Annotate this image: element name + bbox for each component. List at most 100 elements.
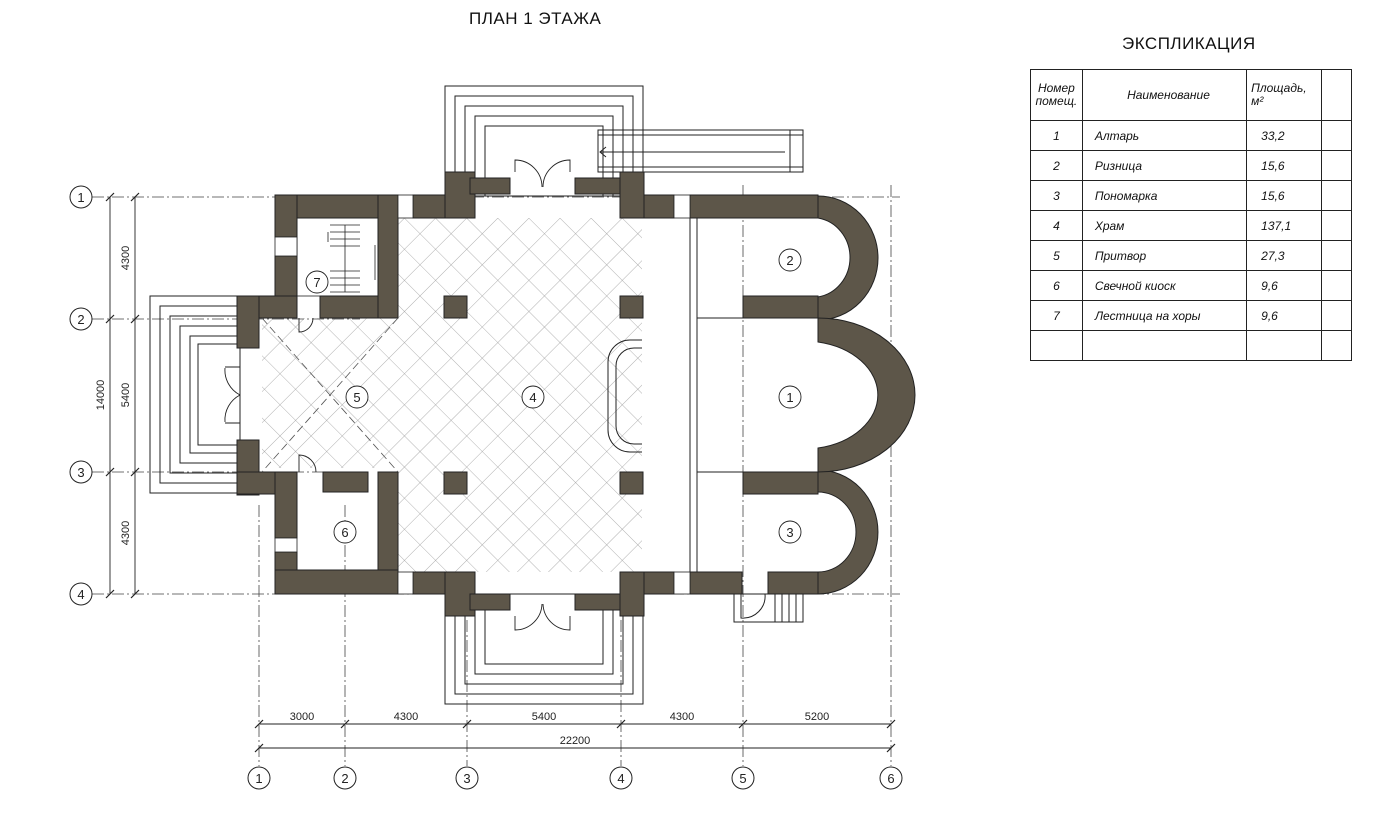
room-label-4: 4 <box>529 390 536 405</box>
row-number: 2 <box>1030 150 1083 181</box>
dimension-texts: 4300 5400 4300 14000 3000 4300 5400 4300… <box>95 246 829 747</box>
header-number: Номер помещ. <box>1030 69 1083 121</box>
row-area <box>1246 330 1323 361</box>
room-label-7: 7 <box>313 275 320 290</box>
plan-title: ПЛАН 1 ЭТАЖА <box>469 9 602 28</box>
dimension-tick <box>130 314 140 324</box>
dimension-ticks <box>105 192 896 753</box>
axis-v-4: 4 <box>617 771 624 786</box>
row-extra <box>1321 270 1352 301</box>
row-area: 137,1 <box>1246 210 1323 241</box>
dimension-tick <box>738 719 748 729</box>
dim-bottom-total: 22200 <box>560 735 591 747</box>
row-number: 6 <box>1030 270 1083 301</box>
dimension-tick <box>130 467 140 477</box>
room-label-3: 3 <box>786 525 793 540</box>
row-extra <box>1321 180 1352 211</box>
dimension-tick <box>886 743 896 753</box>
dim-bottom-1: 3000 <box>290 711 314 723</box>
dimension-tick <box>105 467 115 477</box>
axis-h-4: 4 <box>77 587 84 602</box>
doors <box>224 159 571 631</box>
row-name: Храм <box>1081 210 1248 241</box>
row-name: Пономарка <box>1081 180 1248 211</box>
explication-header-row: Номер помещ. Наименование Площадь, м² <box>1030 69 1352 121</box>
apse-walls <box>742 195 916 595</box>
windows <box>274 194 691 595</box>
row-name: Алтарь <box>1081 120 1248 151</box>
dimension-tick <box>130 192 140 202</box>
row-number: 4 <box>1030 210 1083 241</box>
hatch-pritvor <box>262 318 398 468</box>
room-label-5: 5 <box>353 390 360 405</box>
row-number <box>1030 330 1083 361</box>
room-labels: 1 2 3 4 5 6 7 <box>313 253 793 540</box>
dim-left-1: 4300 <box>120 246 132 270</box>
west-porch <box>149 295 241 494</box>
row-extra <box>1321 240 1352 271</box>
axis-v-6: 6 <box>887 771 894 786</box>
row-extra <box>1321 210 1352 241</box>
axis-h-1: 1 <box>77 190 84 205</box>
walls <box>236 171 819 617</box>
room-label-2: 2 <box>786 253 793 268</box>
dimension-tick <box>886 719 896 729</box>
axis-h-3: 3 <box>77 465 84 480</box>
partitions <box>296 218 743 572</box>
row-number: 5 <box>1030 240 1083 271</box>
south-porch <box>444 593 644 705</box>
dim-left-2: 5400 <box>120 383 132 407</box>
row-name <box>1081 330 1248 361</box>
dim-bottom-3: 5400 <box>532 711 556 723</box>
axis-v-5: 5 <box>739 771 746 786</box>
dimension-tick <box>254 743 264 753</box>
row-name: Свечной киоск <box>1081 270 1248 301</box>
axis-v-3: 3 <box>463 771 470 786</box>
table-row <box>1030 330 1352 361</box>
dimension-tick <box>254 719 264 729</box>
dimension-tick <box>340 719 350 729</box>
dimension-tick <box>462 719 472 729</box>
dim-bottom-4: 4300 <box>670 711 694 723</box>
dim-left-3: 4300 <box>120 521 132 545</box>
room-label-1: 1 <box>786 390 793 405</box>
dimension-tick <box>616 719 626 729</box>
dimension-tick <box>105 314 115 324</box>
row-name: Притвор <box>1081 240 1248 271</box>
ramp <box>597 129 804 173</box>
row-number: 3 <box>1030 180 1083 211</box>
hatch-hram <box>398 218 642 572</box>
row-number: 1 <box>1030 120 1083 151</box>
pritvor-diagonals <box>261 317 399 473</box>
axis-v-2: 2 <box>341 771 348 786</box>
row-area: 9,6 <box>1246 300 1323 331</box>
stair-7 <box>296 217 379 297</box>
dim-bottom-5: 5200 <box>805 711 829 723</box>
dim-bottom-2: 4300 <box>394 711 418 723</box>
row-extra <box>1321 300 1352 331</box>
dimension-tick <box>105 192 115 202</box>
dimension-lines <box>109 197 891 749</box>
row-area: 9,6 <box>1246 270 1323 301</box>
header-extra <box>1321 69 1352 121</box>
axis-v-1: 1 <box>255 771 262 786</box>
row-extra <box>1321 330 1352 361</box>
row-area: 27,3 <box>1246 240 1323 271</box>
header-name: Наименование <box>1081 69 1248 121</box>
dim-left-total: 14000 <box>95 380 107 411</box>
row-name: Ризница <box>1081 150 1248 181</box>
dimension-tick <box>105 589 115 599</box>
axis-markers <box>69 185 903 790</box>
row-name: Лестница на хоры <box>1081 300 1248 331</box>
axis-labels: 1 2 3 4 1 2 3 4 5 6 <box>77 190 894 786</box>
row-number: 7 <box>1030 300 1083 331</box>
